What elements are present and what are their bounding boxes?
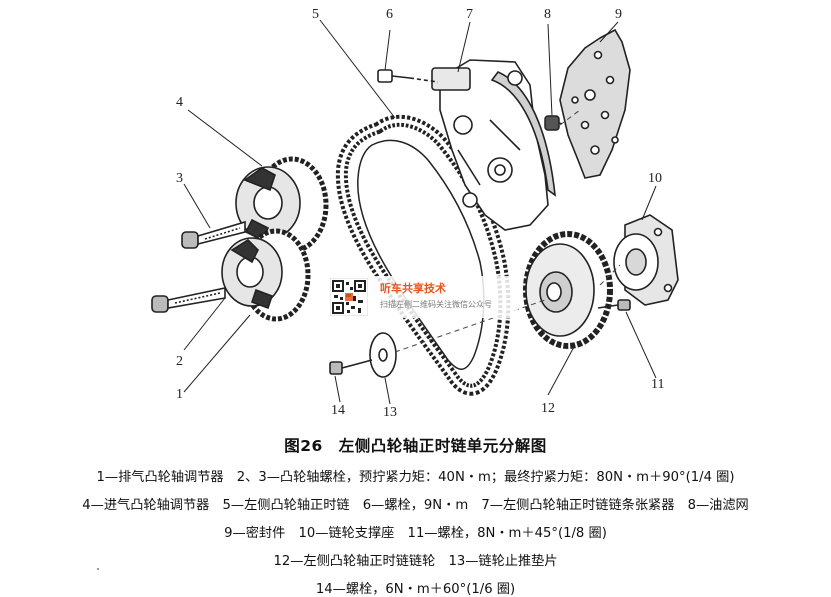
callout-10: 10: [648, 171, 662, 186]
stray-dot: [97, 568, 99, 570]
watermark-title: 听车共享技术: [380, 282, 446, 295]
watermark-subtitle: 扫描左侧二维码关注微信公众号: [380, 300, 492, 309]
watermark-badge: 听车共享技术 扫描左侧二维码关注微信公众号: [328, 276, 518, 318]
figure-title: 左侧凸轮轴正时链单元分解图: [338, 437, 547, 455]
bolt-9nm: [377, 69, 439, 83]
callout-1: 1: [176, 387, 183, 402]
intake-cam-adjuster: [235, 156, 329, 254]
assembly-axes: [394, 109, 621, 353]
diagram-drawing: [151, 19, 679, 405]
callout-9: 9: [615, 7, 622, 22]
cam-bolts: [151, 220, 246, 313]
callout-6: 6: [386, 7, 393, 22]
leader-lines: [183, 19, 657, 405]
thrust-washer: [369, 332, 397, 378]
callout-2: 2: [176, 354, 183, 369]
bolt-6nm: [329, 359, 373, 375]
legend-line-3: 9—密封件 10—链轮支撑座 11—螺栓，8N・m＋45°(1/8 圈): [224, 526, 607, 541]
legend-line-5: 14—螺栓，6N・m＋60°(1/6 圈): [315, 582, 516, 597]
chain-tensioner: [431, 59, 556, 231]
callout-3: 3: [176, 171, 183, 186]
callout-14: 14: [331, 403, 345, 418]
exploded-view-diagram: 1 2 3 4 5 6 7 8 9 10 11 12 13 14: [151, 7, 679, 420]
sprocket-support: [613, 214, 679, 306]
figure-caption: 图26 左侧凸轮轴正时链单元分解图: [0, 434, 831, 456]
callout-5: 5: [312, 7, 319, 22]
callout-13: 13: [383, 405, 397, 420]
bolt-8nm: [597, 299, 631, 311]
callout-4: 4: [176, 95, 183, 110]
callout-12: 12: [541, 401, 555, 416]
legend-line-4: 12—左侧凸轮轴正时链链轮 13—链轮止推垫片: [273, 554, 558, 569]
legend-line-2: 4—进气凸轮轴调节器 5—左侧凸轮轴正时链 6—螺栓，9N・m 7—左侧凸轮轴正…: [82, 498, 749, 513]
callout-7: 7: [466, 7, 473, 22]
chain-sprocket: [523, 231, 613, 349]
callout-11: 11: [651, 377, 665, 392]
figure-number: 图26: [284, 437, 323, 455]
exhaust-cam-adjuster: [221, 228, 311, 322]
callout-8: 8: [544, 7, 551, 22]
seal-gasket: [559, 28, 631, 179]
qr-code-icon: [330, 278, 368, 316]
legend-line-1: 1—排气凸轮轴调节器 2、3—凸轮轴螺栓，预拧紧力矩：40N・m；最终拧紧力矩：…: [96, 470, 735, 485]
